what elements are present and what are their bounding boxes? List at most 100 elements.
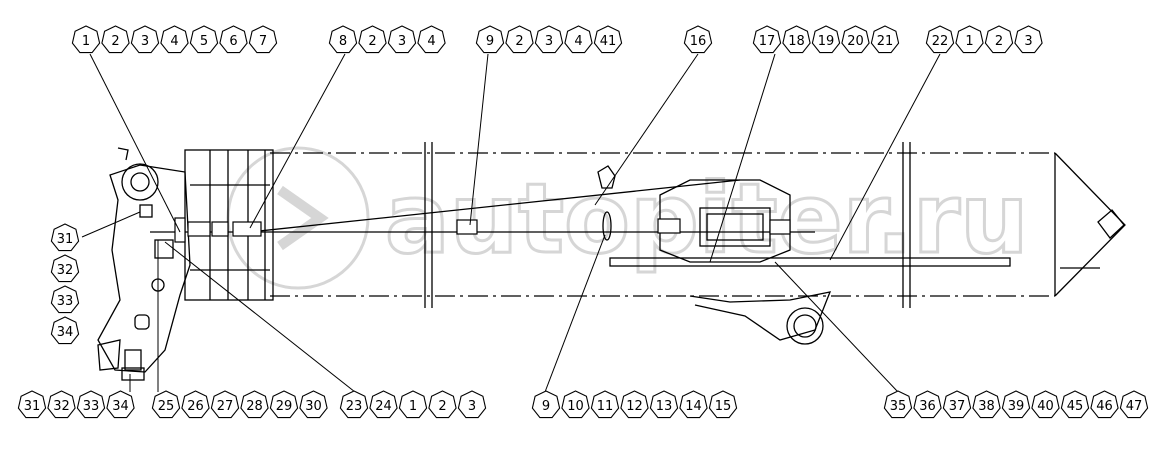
callout-bubble — [913, 390, 942, 419]
callout-number: 28 — [246, 399, 263, 414]
callout-number: 31 — [24, 399, 41, 414]
callout-bubble — [189, 25, 219, 54]
callout-number: 40 — [1037, 399, 1054, 414]
callout-number: 10 — [567, 399, 584, 414]
callout-number: 46 — [1096, 399, 1113, 414]
callout-number: 3 — [1024, 34, 1032, 49]
callout-bubble — [50, 316, 80, 345]
callout-bubble — [531, 390, 561, 419]
callout-number: 2 — [368, 34, 376, 49]
callout-number: 6 — [229, 34, 237, 49]
callout-bubble — [457, 390, 487, 419]
callout-number: 39 — [1008, 399, 1025, 414]
callout-bubble — [398, 390, 428, 419]
callout-bubble — [811, 25, 841, 54]
callout-bubble — [17, 390, 47, 419]
callout-number: 9 — [486, 34, 494, 49]
callout-number: 19 — [818, 34, 835, 49]
callout-bubble — [942, 390, 972, 419]
callout-bubble — [649, 390, 679, 419]
callout-number: 26 — [187, 399, 204, 414]
callout-number: 5 — [200, 34, 208, 49]
callout-number: 4 — [574, 34, 582, 49]
callout-bubble — [76, 390, 106, 419]
callout-number: 24 — [375, 399, 392, 414]
callout-number: 1 — [82, 34, 90, 49]
callout-bubble — [1119, 390, 1149, 419]
callout-number: 23 — [346, 399, 363, 414]
callout-bubble — [782, 25, 811, 54]
callout-number: 34 — [57, 325, 74, 340]
callout-bubble — [71, 25, 101, 54]
callout-bubble — [1031, 390, 1060, 419]
callout-number: 3 — [468, 399, 476, 414]
callout-number: 1 — [965, 34, 973, 49]
callout-bubble — [590, 390, 620, 419]
callout-bubble — [925, 25, 955, 54]
callout-number: 20 — [847, 34, 864, 49]
callout-bubble — [50, 285, 80, 314]
callout-bubble — [50, 254, 80, 283]
callout-number: 3 — [545, 34, 553, 49]
callout-bubble — [428, 390, 457, 419]
callout-number: 1 — [409, 399, 417, 414]
callout-bubble — [240, 390, 269, 419]
callout-number: 32 — [57, 263, 74, 278]
callout-number: 12 — [626, 399, 643, 414]
callout-number: 8 — [339, 34, 347, 49]
callout-bubble — [130, 25, 160, 54]
callout-bubble — [417, 25, 446, 54]
callout-bubble — [561, 390, 590, 419]
callout-number: 30 — [305, 399, 322, 414]
callout-left-stack: 31 32 33 34 — [50, 223, 80, 345]
callout-number: 35 — [890, 399, 907, 414]
callout-number: 16 — [690, 34, 707, 49]
callout-number: 33 — [57, 294, 74, 309]
callout-number: 27 — [217, 399, 234, 414]
callout-bubble — [101, 25, 130, 54]
watermark: autopiter.ru — [226, 146, 1030, 290]
callout-bubble — [620, 390, 649, 419]
callout-bubble — [870, 25, 900, 54]
callout-bubble — [475, 25, 505, 54]
callout-number: 38 — [978, 399, 995, 414]
callout-number: 3 — [141, 34, 149, 49]
callout-bubble — [1014, 25, 1043, 54]
callout-bubble — [328, 25, 358, 54]
callout-bubble — [299, 390, 328, 419]
callout-number: 37 — [949, 399, 966, 414]
callout-bubble — [683, 25, 713, 54]
callout-number: 36 — [919, 399, 936, 414]
callout-number: 9 — [542, 399, 550, 414]
callout-bubble — [534, 25, 564, 54]
callout-bubble — [841, 25, 870, 54]
callout-number: 2 — [995, 34, 1003, 49]
callout-number: 2 — [515, 34, 523, 49]
callout-number: 21 — [877, 34, 894, 49]
callout-number: 47 — [1126, 399, 1143, 414]
callout-bubble — [1090, 390, 1119, 419]
callout-bubble — [160, 25, 189, 54]
callout-number: 31 — [57, 232, 74, 247]
callout-number: 33 — [83, 399, 100, 414]
callout-bubble — [387, 25, 417, 54]
callout-bubble — [972, 390, 1001, 419]
leader-lines — [81, 53, 941, 393]
callout-number: 18 — [788, 34, 805, 49]
callout-bubble — [564, 25, 593, 54]
callout-bubble — [151, 390, 181, 419]
callout-number: 3 — [398, 34, 406, 49]
bolt-clamps — [174, 217, 791, 243]
callout-number: 25 — [158, 399, 175, 414]
callout-top-4: 16 — [683, 25, 713, 54]
